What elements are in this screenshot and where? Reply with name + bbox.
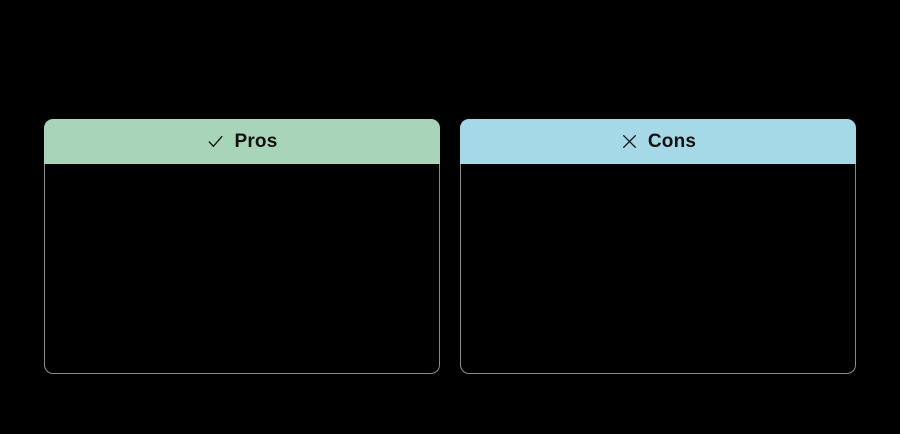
cons-card-header: Cons	[460, 119, 856, 164]
pros-title: Pros	[234, 131, 278, 152]
cons-card-body	[460, 164, 856, 374]
pros-cons-card-row: Pros Cons	[44, 119, 856, 374]
pros-card-body	[44, 164, 440, 374]
check-icon	[206, 132, 225, 151]
cons-title: Cons	[647, 131, 697, 152]
pros-card: Pros	[44, 119, 440, 374]
cons-card: Cons	[460, 119, 856, 374]
pros-card-header: Pros	[44, 119, 440, 164]
cross-icon	[620, 132, 639, 151]
